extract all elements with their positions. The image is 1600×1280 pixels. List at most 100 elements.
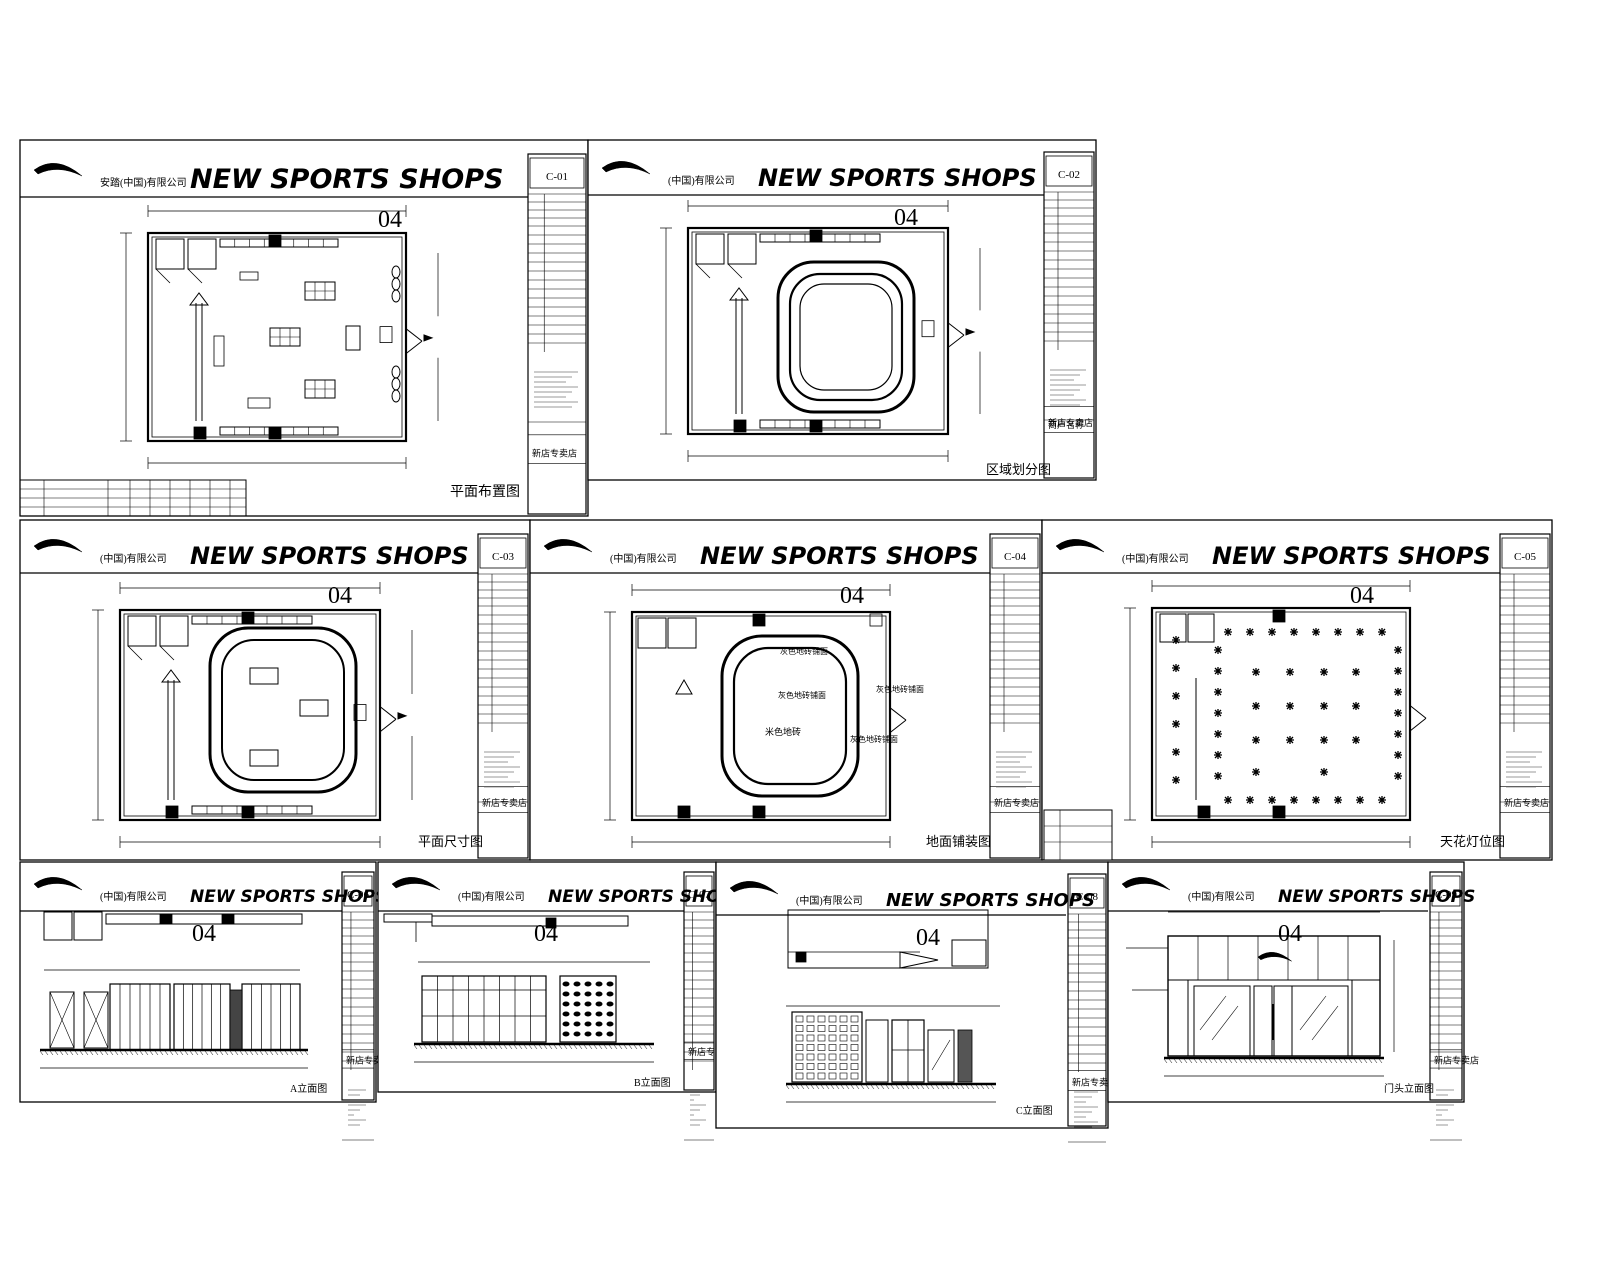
floor-hatch [144, 1050, 149, 1056]
shoe-item [606, 1031, 614, 1037]
floor-hatch [254, 1050, 259, 1056]
shoe-item [595, 981, 603, 987]
shoe-item [806, 1034, 815, 1042]
light-icon [1252, 702, 1260, 710]
fitting-room [667, 617, 697, 649]
shoe-item [850, 1072, 859, 1080]
floor-hatch [443, 1044, 448, 1050]
sheet-frame [377, 861, 717, 1093]
floor-hatch [870, 1084, 875, 1090]
floor-hatch [239, 1050, 244, 1056]
floor-hatch [1193, 1058, 1198, 1064]
mesh-panel [957, 1029, 973, 1083]
floor-hatch [204, 1050, 209, 1056]
floor-hatch [558, 1044, 563, 1050]
sheet-code: C-04 [1004, 551, 1027, 563]
light-icon [1352, 668, 1360, 676]
fitting-room [73, 911, 103, 941]
floor-hatch [1203, 1058, 1208, 1064]
floor-hatch [1263, 1058, 1268, 1064]
wall-display [865, 1019, 889, 1083]
floor-hatch [284, 1050, 289, 1056]
floor-hatch [790, 1084, 795, 1090]
floor-hatch [1323, 1058, 1328, 1064]
shoe-item [562, 1011, 570, 1017]
floor-hatch [1338, 1058, 1343, 1064]
plan-outer-wall [630, 610, 892, 822]
sheet-code-box [1045, 155, 1093, 187]
fitting-room [695, 233, 725, 265]
floor-hatch [458, 1044, 463, 1050]
sheet-frame [1041, 519, 1553, 861]
floor-plan [120, 205, 439, 469]
sheet-title: 天花灯位图 [1440, 834, 1505, 849]
shoe-item [795, 1034, 804, 1042]
sign-board [239, 271, 259, 281]
brand-title: NEW SPORTS SHOPS [700, 542, 979, 570]
floor-hatch [548, 1044, 553, 1050]
sheet-title: 区域划分图 [986, 462, 1051, 477]
floor-hatch [189, 1050, 194, 1056]
shoe-item [828, 1072, 837, 1080]
shoe-wall [559, 975, 617, 1043]
line [695, 263, 711, 279]
fitting-room [127, 615, 157, 647]
light-icon [1172, 720, 1180, 728]
floor-hatch [533, 1044, 538, 1050]
column [795, 951, 807, 963]
brand-title: NEW SPORTS SHOPS [758, 164, 1037, 192]
floor-hatch [1283, 1058, 1288, 1064]
floor-hatch [1343, 1058, 1348, 1064]
floor-hatch [1313, 1058, 1318, 1064]
light-icon [1286, 668, 1294, 676]
shoe-item [573, 1011, 581, 1017]
floor-hatch [69, 1050, 74, 1056]
floor-hatch [224, 1050, 229, 1056]
light-icon [1394, 772, 1402, 780]
floor-label: 灰色地砖铺面 [780, 646, 828, 656]
shoe-item [595, 1021, 603, 1027]
entrance-door [889, 707, 907, 721]
company-name: (中国)有限公司 [796, 894, 863, 907]
column [1272, 805, 1286, 819]
sheet-code: C-05 [1514, 551, 1537, 563]
column [268, 234, 282, 248]
floor-hatch [194, 1050, 199, 1056]
sheet-title: 平面布置图 [450, 484, 520, 500]
light-icon [1378, 796, 1386, 804]
floor-hatch [1373, 1058, 1378, 1064]
floor-hatch [1183, 1058, 1188, 1064]
sheet-code: C-01 [546, 171, 568, 183]
light-icon [1394, 730, 1402, 738]
floor-hatch [960, 1084, 965, 1090]
sheet-code-box [685, 875, 713, 907]
floor-hatch [1288, 1058, 1293, 1064]
light-icon [1334, 796, 1342, 804]
mesh-panel [229, 989, 243, 1051]
floor-hatch [413, 1044, 418, 1050]
mirror-panel [927, 1029, 955, 1083]
floor-hatch [468, 1044, 473, 1050]
floor-hatch [1378, 1058, 1383, 1064]
shoe-item [584, 1001, 592, 1007]
shoe-item [573, 981, 581, 987]
shoe-item [606, 1001, 614, 1007]
title-block-line: 新店专卖店 [1504, 797, 1549, 808]
column [733, 419, 747, 433]
line [931, 1039, 951, 1071]
floor-hatch [528, 1044, 533, 1050]
shoe-item [795, 1063, 804, 1070]
floor-hatch [795, 1084, 800, 1090]
shoe-item [817, 1015, 826, 1023]
floor-hatch [59, 1050, 64, 1056]
shoe-item [606, 991, 614, 997]
shoe-item [606, 981, 614, 987]
floor-hatch [935, 1084, 940, 1090]
